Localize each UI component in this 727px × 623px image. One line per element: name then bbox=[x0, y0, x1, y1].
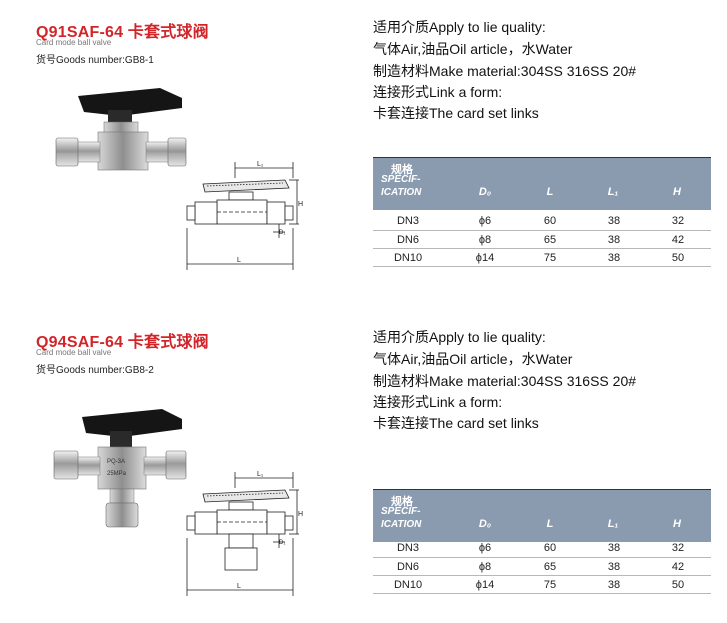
spec-connection: 连接形式Link a form: bbox=[373, 84, 503, 100]
cell-l: 60 bbox=[543, 215, 557, 227]
spec-connection-value: 卡套连接The card set links bbox=[373, 415, 539, 431]
cell-l: 65 bbox=[543, 561, 557, 573]
col-header-h: H bbox=[673, 186, 681, 198]
cell-h: 32 bbox=[671, 215, 685, 227]
table-row: DN6 ϕ8 65 38 42 bbox=[373, 558, 711, 576]
col-header-l: L bbox=[546, 186, 554, 198]
spec-medium-values: 气体Air,油品Oil article，水Water bbox=[373, 351, 573, 367]
cell-d0: ϕ6 bbox=[478, 542, 492, 554]
cell-size: DN3 bbox=[396, 215, 419, 227]
cell-h: 42 bbox=[671, 234, 685, 246]
spec-table-header: 规格 SPECIF- ICATION D₀ L L₁ H bbox=[373, 490, 711, 542]
cell-l1: 38 bbox=[607, 542, 621, 554]
cell-h: 50 bbox=[671, 252, 685, 264]
header-en-1: SPECIF- bbox=[381, 174, 421, 185]
spec-table-header: 规格 SPECIF- ICATION D₀ L L₁ H bbox=[373, 158, 711, 210]
row-divider bbox=[373, 266, 711, 267]
header-en-2: ICATION bbox=[381, 519, 422, 530]
cell-size: DN6 bbox=[396, 561, 419, 573]
dim-label-l: L bbox=[237, 257, 241, 264]
table-row: DN10 ϕ14 75 38 50 bbox=[373, 249, 711, 267]
cell-l: 75 bbox=[543, 252, 557, 264]
table-top-rule bbox=[373, 157, 711, 158]
header-en-1: SPECIF- bbox=[381, 506, 421, 517]
col-header-d0: D₀ bbox=[478, 186, 492, 198]
header-en-2: ICATION bbox=[381, 187, 422, 198]
table-row: DN3 ϕ6 60 38 32 bbox=[373, 539, 711, 557]
cell-d0: ϕ8 bbox=[478, 234, 492, 246]
product-subtitle: Card mode ball valve bbox=[36, 348, 112, 357]
cell-size: DN10 bbox=[393, 252, 423, 264]
table-top-rule bbox=[373, 489, 711, 490]
cell-l: 60 bbox=[543, 542, 557, 554]
dim-label-h: H bbox=[298, 511, 303, 518]
row-divider bbox=[373, 575, 711, 576]
dim-label-l1: L₁ bbox=[257, 471, 264, 478]
cell-d0: ϕ14 bbox=[475, 252, 495, 264]
cell-d0: ϕ8 bbox=[478, 561, 492, 573]
valve-photo: PQ-3A 25MPa bbox=[53, 409, 187, 528]
product-title: Q94SAF-64 卡套式球阀 bbox=[36, 334, 209, 351]
cell-l1: 38 bbox=[607, 252, 621, 264]
goods-number: 货号Goods number:GB8-2 bbox=[36, 365, 154, 376]
dim-label-h: H bbox=[298, 201, 303, 208]
cell-l1: 38 bbox=[607, 215, 621, 227]
product-section-1: Q91SAF-64 卡套式球阀 Card mode ball valve 货号G… bbox=[0, 0, 727, 310]
product-title: Q91SAF-64 卡套式球阀 bbox=[36, 24, 209, 41]
cell-l1: 38 bbox=[607, 234, 621, 246]
cell-l1: 38 bbox=[607, 579, 621, 591]
col-header-h: H bbox=[673, 518, 681, 530]
dim-label-d: D₁ bbox=[279, 540, 285, 546]
spec-medium: 适用介质Apply to lie quality: bbox=[373, 19, 546, 35]
cell-h: 50 bbox=[671, 579, 685, 591]
dim-label-d: D₁ bbox=[279, 230, 285, 236]
cell-l1: 38 bbox=[607, 561, 621, 573]
row-divider bbox=[373, 593, 711, 594]
row-divider bbox=[373, 557, 711, 558]
header-cn: 规格 bbox=[391, 496, 413, 508]
cell-h: 32 bbox=[671, 542, 685, 554]
cell-d0: ϕ14 bbox=[475, 579, 495, 591]
valve-dimension-drawing: L₁ H D₁ L bbox=[186, 161, 303, 270]
cell-l: 65 bbox=[543, 234, 557, 246]
col-header-l1: L₁ bbox=[607, 186, 619, 198]
product-section-2: Q94SAF-64 卡套式球阀 Card mode ball valve 货号G… bbox=[0, 310, 727, 620]
spec-material: 制造材料Make material:304SS 316SS 20# bbox=[373, 373, 637, 389]
spec-medium: 适用介质Apply to lie quality: bbox=[373, 329, 546, 345]
cell-size: DN10 bbox=[393, 579, 423, 591]
valve-dimension-drawing: L₁ H D₁ L bbox=[186, 471, 303, 596]
col-header-l: L bbox=[546, 518, 554, 530]
spec-material: 制造材料Make material:304SS 316SS 20# bbox=[373, 63, 637, 79]
col-header-d0: D₀ bbox=[478, 518, 492, 530]
col-header-l1: L₁ bbox=[607, 518, 619, 530]
cell-size: DN3 bbox=[396, 542, 419, 554]
cell-l: 75 bbox=[543, 579, 557, 591]
cell-h: 42 bbox=[671, 561, 685, 573]
spec-connection-value: 卡套连接The card set links bbox=[373, 105, 539, 121]
spec-medium-values: 气体Air,油品Oil article，水Water bbox=[373, 41, 573, 57]
valve-photo bbox=[55, 88, 187, 171]
dim-label-l1: L₁ bbox=[257, 161, 264, 168]
table-row: DN10 ϕ14 75 38 50 bbox=[373, 576, 711, 594]
product-subtitle: Card mode ball valve bbox=[36, 38, 112, 47]
table-row: DN3 ϕ6 60 38 32 bbox=[373, 212, 711, 230]
goods-number: 货号Goods number:GB8-1 bbox=[36, 55, 154, 66]
cell-d0: ϕ6 bbox=[478, 215, 492, 227]
spec-connection: 连接形式Link a form: bbox=[373, 394, 503, 410]
table-row: DN6 ϕ8 65 38 42 bbox=[373, 231, 711, 249]
valve-mark-pressure: 25MPa bbox=[107, 471, 127, 477]
cell-size: DN6 bbox=[396, 234, 419, 246]
row-divider bbox=[373, 248, 711, 249]
row-divider bbox=[373, 230, 711, 231]
header-cn: 规格 bbox=[391, 164, 413, 176]
dim-label-l: L bbox=[237, 583, 241, 590]
valve-mark-model: PQ-3A bbox=[107, 459, 125, 465]
